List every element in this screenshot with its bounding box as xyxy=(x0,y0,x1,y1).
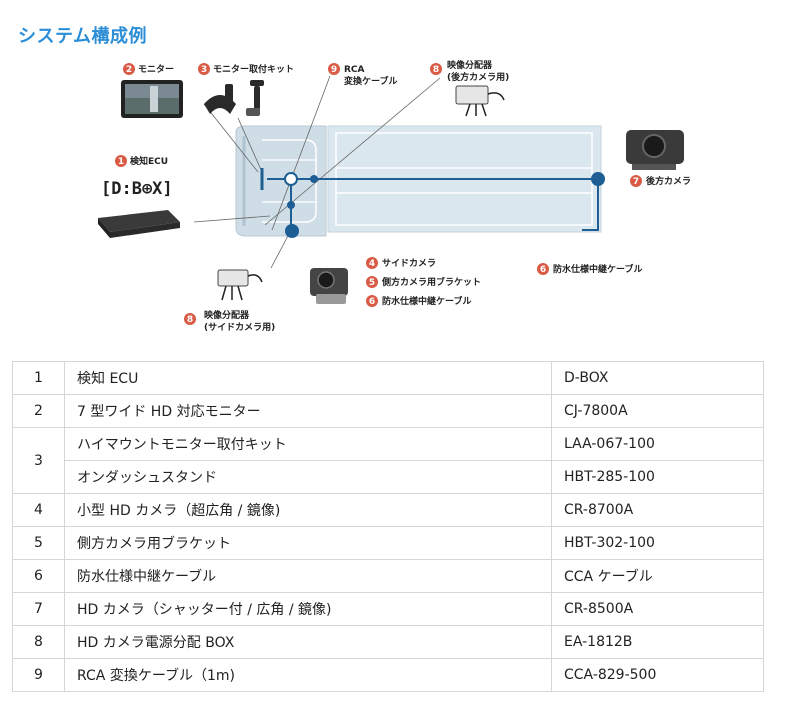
svg-text:2: 2 xyxy=(126,65,132,75)
svg-text:3: 3 xyxy=(201,65,207,75)
row-number: 8 xyxy=(12,625,65,659)
svg-text:1: 1 xyxy=(118,157,124,167)
rca-label-line1: RCA xyxy=(344,65,365,75)
model-number: CCA-829-500 xyxy=(551,658,764,692)
model-number: CR-8500A xyxy=(551,592,764,626)
svg-text:6: 6 xyxy=(540,265,546,275)
badge-8-side: 8 xyxy=(184,313,196,325)
product-name: HD カメラ電源分配 BOX xyxy=(64,625,552,659)
svg-text:5: 5 xyxy=(369,278,375,288)
model-number: CJ-7800A xyxy=(551,394,764,428)
product-name: 7 型ワイド HD 対応モニター xyxy=(64,394,552,428)
svg-text:7: 7 xyxy=(633,177,639,187)
system-diagram: 1 2 3 9 8 7 4 5 6 6 8 検知ECU [D:B⊕X] モニター… xyxy=(98,59,691,333)
badge-9: 9 xyxy=(328,63,340,75)
product-name: ハイマウントモニター取付キット xyxy=(64,427,552,461)
row-number: 3 xyxy=(12,427,65,494)
ecu-label: 検知ECU xyxy=(130,155,168,167)
svg-text:6: 6 xyxy=(369,297,375,307)
rear-camera-label: 後方カメラ xyxy=(646,175,691,187)
monitor-label: モニター xyxy=(138,63,174,75)
row-number: 2 xyxy=(12,394,65,428)
side-splitter-label-line1: 映像分配器 xyxy=(204,309,250,321)
rca-label-line2: 変換ケーブル xyxy=(344,75,397,87)
side-splitter-node xyxy=(287,201,295,209)
row-number: 1 xyxy=(12,361,65,395)
monitor-kit-icon xyxy=(204,80,264,116)
rear-splitter-label-line2: (後方カメラ用) xyxy=(447,71,509,83)
product-name: RCA 変換ケーブル（1m) xyxy=(64,658,552,692)
model-number: D-BOX xyxy=(551,361,764,395)
model-number: CR-8700A xyxy=(551,493,764,527)
monitor-icon xyxy=(121,80,183,118)
splitter-node xyxy=(310,175,318,183)
svg-text:4: 4 xyxy=(369,259,375,269)
rca-connector xyxy=(284,172,298,186)
product-name: オンダッシュスタンド xyxy=(64,460,552,494)
row-number: 4 xyxy=(12,493,65,527)
badge-7: 7 xyxy=(630,175,642,187)
row-number: 6 xyxy=(12,559,65,593)
side-camera-label: サイドカメラ xyxy=(382,258,436,269)
product-name: 小型 HD カメラ（超広角 / 鏡像) xyxy=(64,493,552,527)
model-number: HBT-302-100 xyxy=(551,526,764,560)
model-number: EA-1812B xyxy=(551,625,764,659)
row-number: 5 xyxy=(12,526,65,560)
badge-3: 3 xyxy=(198,63,210,75)
rear-splitter-label-line1: 映像分配器 xyxy=(447,59,493,71)
side-camera-node xyxy=(285,224,299,238)
badge-2: 2 xyxy=(123,63,135,75)
badge-6-left: 6 xyxy=(366,295,378,307)
badge-5: 5 xyxy=(366,276,378,288)
rear-camera-node xyxy=(591,172,605,186)
product-name: 検知 ECU xyxy=(64,361,552,395)
model-number: LAA-067-100 xyxy=(551,427,764,461)
side-splitter-icon xyxy=(217,269,263,301)
badge-8-rear: 8 xyxy=(430,63,442,75)
side-camera-icon xyxy=(310,268,348,304)
model-number: CCA ケーブル xyxy=(551,559,764,593)
product-name: 防水仕様中継ケーブル xyxy=(64,559,552,593)
page-title: システム構成例 xyxy=(18,26,147,47)
dbox-logo: [D:B⊕X] xyxy=(101,179,173,199)
side-bracket-label: 側方カメラ用ブラケット xyxy=(381,276,481,288)
row-number: 7 xyxy=(12,592,65,626)
product-name: HD カメラ（シャッター付 / 広角 / 鏡像) xyxy=(64,592,552,626)
model-number: HBT-285-100 xyxy=(551,460,764,494)
svg-text:8: 8 xyxy=(187,315,193,325)
row-number: 9 xyxy=(12,658,65,692)
badge-1: 1 xyxy=(115,155,127,167)
cable-left-label: 防水仕様中継ケーブル xyxy=(382,295,471,307)
ecu-icon xyxy=(98,210,180,238)
cable-right-label: 防水仕様中継ケーブル xyxy=(553,263,642,275)
product-name: 側方カメラ用ブラケット xyxy=(64,526,552,560)
leader-lines xyxy=(193,75,441,269)
monitor-kit-label: モニター取付キット xyxy=(213,63,294,75)
badge-6-right: 6 xyxy=(537,263,549,275)
svg-text:8: 8 xyxy=(433,65,439,75)
badge-4: 4 xyxy=(366,257,378,269)
rear-camera-icon xyxy=(626,130,684,170)
side-splitter-label-line2: (サイドカメラ用) xyxy=(204,322,275,333)
svg-text:9: 9 xyxy=(331,65,337,75)
rear-splitter-icon xyxy=(455,85,505,117)
